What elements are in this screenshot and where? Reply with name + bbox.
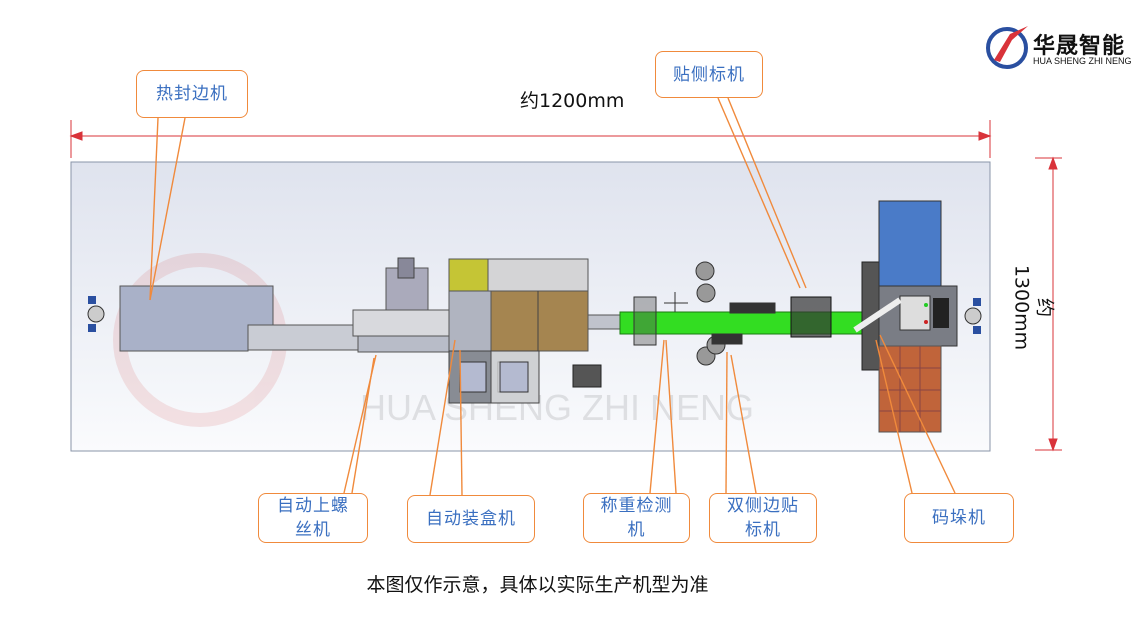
label-boxing-machine: 自动装盒机 <box>407 495 535 543</box>
logo-name-cn: 华晟智能 <box>1033 34 1126 59</box>
operator-left <box>87 296 105 332</box>
label-weighing-machine: 称重检测机 <box>583 493 690 543</box>
depth-dimension-label: 约1300mm <box>1010 264 1056 351</box>
logo-mark <box>986 26 1028 69</box>
boxing-machine <box>448 258 589 404</box>
label-palletizer: 码垛机 <box>904 493 1014 543</box>
disclaimer-caption: 本图仅作示意，具体以实际生产机型为准 <box>366 574 709 596</box>
logo-name-en: HUA SHENG ZHI NENG <box>1033 56 1132 66</box>
double-side-labeler <box>695 261 776 366</box>
width-dimension-line <box>69 120 992 158</box>
transfer-conveyor <box>587 314 621 330</box>
leader-lines <box>149 97 956 496</box>
watermark-text: HUA SHENG ZHI NENG <box>360 387 754 428</box>
width-dimension-label: 约1200mm <box>520 90 625 112</box>
operator-right <box>964 298 982 334</box>
infeed-conveyor <box>247 324 359 351</box>
weighing-machine <box>633 292 688 346</box>
control-panel <box>572 364 602 388</box>
screw-machine <box>352 257 454 353</box>
depth-dimension-line <box>1035 156 1062 452</box>
palletizer <box>853 200 958 433</box>
label-double-side-labeler: 双侧边贴标机 <box>709 493 817 543</box>
label-heat-seal-machine: 热封边机 <box>136 70 248 118</box>
side-labeler <box>790 296 832 338</box>
label-screw-machine: 自动上螺丝机 <box>258 493 368 543</box>
label-side-labeler: 贴侧标机 <box>655 51 763 98</box>
